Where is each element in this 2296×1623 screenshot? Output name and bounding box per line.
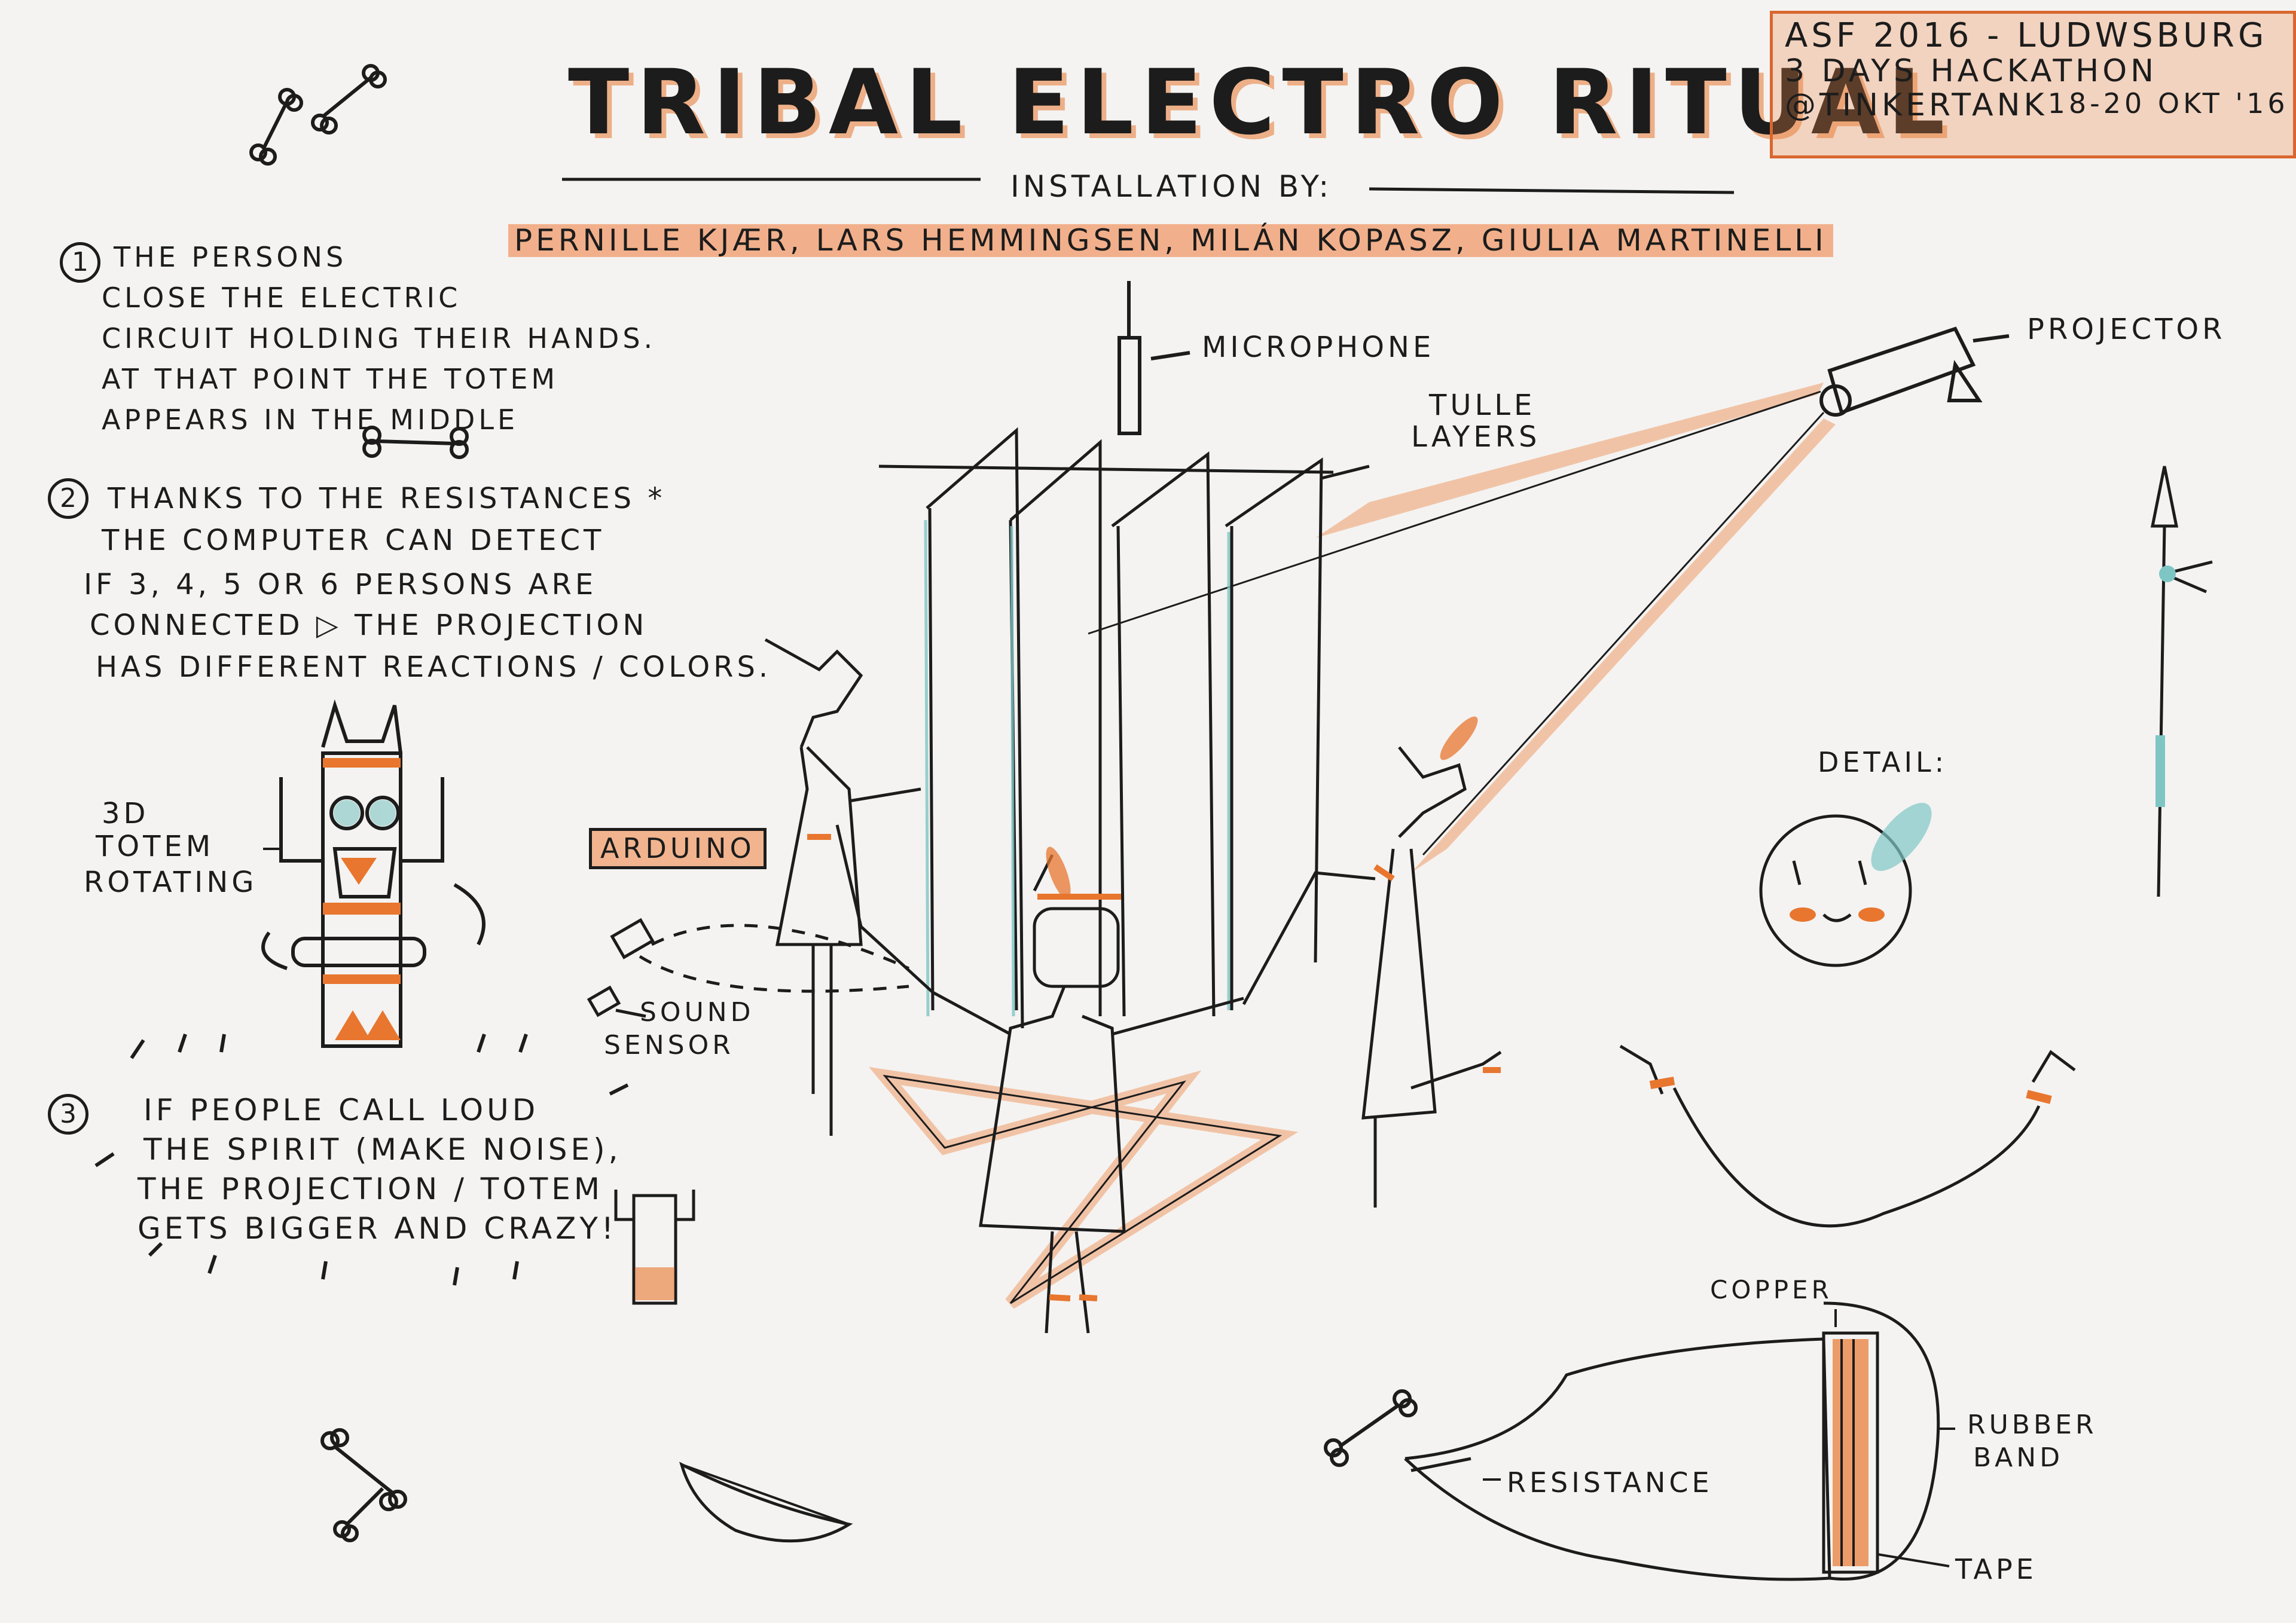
event-venue: @TINKERTANK [1785,87,2048,123]
rubber-band-label: BAND [1973,1442,2064,1473]
copper-label: COPPER [1710,1275,1833,1304]
step-text: THE SPIRIT (MAKE NOISE), [144,1132,622,1167]
arduino-wire [639,924,910,993]
resistance-label: RESISTANCE [1507,1466,1713,1499]
bone-icon [249,64,387,166]
step-number: 3 [48,1094,88,1135]
step-text: AT THAT POINT THE TOTEM [102,363,559,395]
title-underline-right [1369,187,1735,194]
person-figure [932,854,1244,1334]
sound-sensor-label: SOUND [640,997,755,1028]
rubber-band-label: RUBBER [1967,1410,2097,1440]
step-text: THANKS TO THE RESISTANCES * [108,482,666,515]
detail-face-icon [1759,814,1912,967]
sound-sensor-icon [587,918,655,1018]
projector-icon [1819,326,2010,417]
totem-icon [261,699,486,1048]
bone-icon [362,426,469,459]
page-title: TRIBAL ELECTRO RITUAL [568,51,1952,155]
headband [1037,894,1121,1301]
step-number: 1 [60,242,100,283]
event-box: ASF 2016 - LUDWSBURG 3 DAYS HACKATHON @T… [1770,11,2296,158]
totem-label: TOTEM [96,830,215,863]
arduino-label: ARDUINO [589,828,767,869]
noise-marks [94,1034,629,1286]
tape-label: TAPE [1955,1553,2037,1585]
step-text: GETS BIGGER AND CRAZY! [138,1211,617,1246]
step-text: THE PROJECTION / TOTEM [138,1172,603,1206]
step-text: CIRCUIT HOLDING THEIR HANDS. [102,322,657,354]
event-date: 18-20 OKT '16 [2047,87,2289,120]
microphone-icon [1118,281,1190,435]
electrode-detail [1404,1301,1940,1581]
tulle-label: TULLE [1429,389,1536,422]
authors: PERNILLE KJÆR, LARS HEMMINGSEN, MILÁN KO… [508,224,1833,257]
page-subtitle: INSTALLATION BY: [1010,169,1333,204]
event-type: 3 DAYS HACKATHON [1785,53,2158,89]
step-text: IF PEOPLE CALL LOUD [144,1093,539,1127]
step-number: 2 [48,478,88,519]
bone-icon [320,1428,407,1542]
step-text: THE PERSONS [114,241,347,273]
arms-detail [1619,1044,2076,1228]
totem-label: ROTATING [84,866,258,899]
step-text: THE COMPUTER CAN DETECT [102,524,605,557]
projector-label: PROJECTOR [2027,313,2226,346]
projector-beam [1411,418,1836,873]
detail-label: DETAIL: [1818,746,1948,778]
step-text: CLOSE THE ELECTRIC [102,282,462,314]
person-figure [764,638,934,1136]
step-text: APPEARS IN THE MIDDLE [102,404,519,436]
projector-beam [1315,383,1824,538]
step-text: IF 3, 4, 5 OR 6 PERSONS ARE [84,568,597,601]
sound-sensor-label: SENSOR [604,1030,734,1060]
event-name: ASF 2016 - LUDWSBURG [1785,16,2268,55]
totem-label: 3D [102,797,149,830]
bone-icon [1324,1389,1418,1467]
step-text: CONNECTED ▷ THE PROJECTION [90,609,648,642]
spear-icon [2150,466,2213,897]
tulle-layers [878,427,1370,1029]
tulle-label: LAYERS [1411,420,1541,454]
microphone-label: MICROPHONE [1202,331,1435,364]
crazy-totem-icon [614,1190,695,1305]
feather-icon [679,1462,853,1543]
person-figure [1242,746,1502,1208]
step-text: HAS DIFFERENT REACTIONS / COLORS. [96,650,772,684]
